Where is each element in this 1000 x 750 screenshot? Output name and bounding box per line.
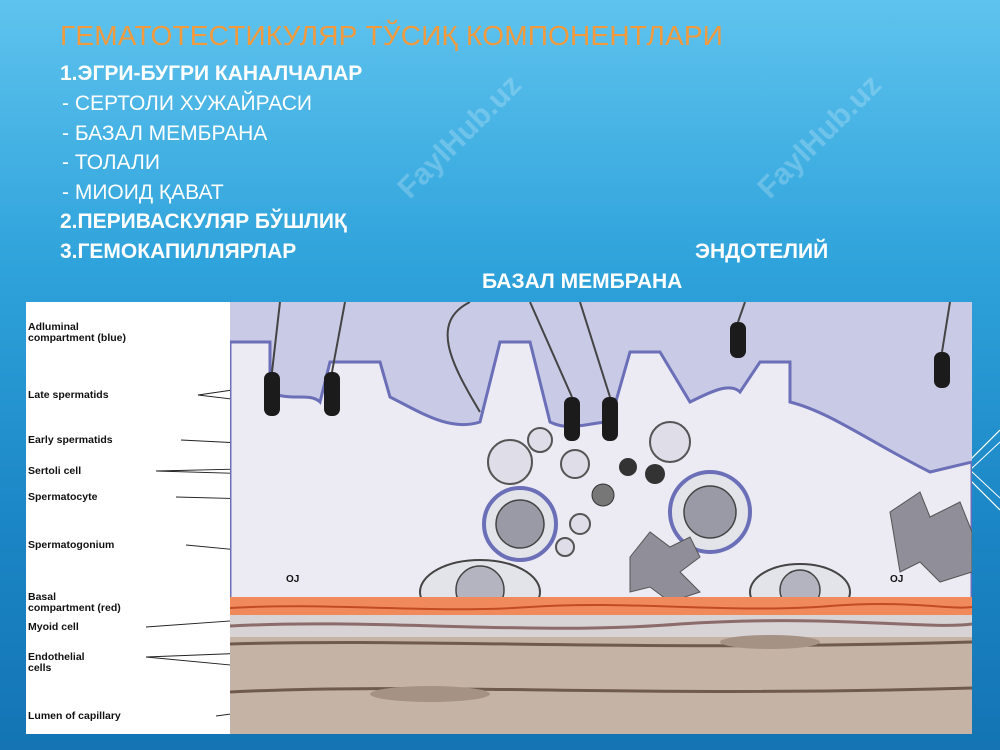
- label-sertoli-cell: Sertoli cell: [28, 465, 82, 477]
- label-spermatocyte: Spermatocyte: [28, 491, 98, 503]
- slide-title: ГЕМАТОТЕСТИКУЛЯР ТЎСИҚ КОМПОНЕНТЛАРИ: [60, 20, 724, 51]
- label-basal-1: Basal: [28, 591, 57, 603]
- label-endothelial-1: Endothelial: [28, 651, 85, 663]
- sub-item-basal-membrane: - БАЗАЛ МЕМБРАНА: [62, 122, 268, 145]
- capillary-lumen: [230, 637, 972, 734]
- watermark-1: FaylHub.uz: [391, 68, 528, 205]
- diagram-drawing: OJ OJ: [230, 302, 972, 734]
- sub-item-myoid: - МИОИД ҚАВАТ: [62, 181, 224, 204]
- label-early-spermatids: Early spermatids: [28, 434, 113, 446]
- label-endothelial-2: cells: [28, 662, 52, 674]
- sub-item-fibrous: - ТОЛАЛИ: [62, 151, 160, 174]
- label-basal-2: compartment (red): [28, 602, 121, 614]
- label-adluminal-2: compartment (blue): [28, 332, 127, 344]
- blood-testis-barrier-figure: Adluminal compartment (blue) Late sperma…: [26, 302, 972, 734]
- basal-membrane-label: БАЗАЛ МЕМБРАНА: [482, 270, 683, 293]
- label-late-spermatids: Late spermatids: [28, 389, 109, 401]
- label-adluminal-1: Adluminal: [28, 321, 79, 333]
- basal-compartment: [230, 597, 972, 615]
- late-spermatids: [264, 322, 950, 441]
- sertoli-nucleus-right: [889, 491, 972, 583]
- early-spermatids: [487, 421, 691, 557]
- item-tubules: 1.ЭГРИ-БУГРИ КАНАЛЧАЛАР: [60, 62, 363, 85]
- sertoli-nucleus: [629, 531, 701, 603]
- sertoli-cytoplasm: [230, 340, 972, 604]
- spermatocytes: [482, 458, 752, 562]
- watermark-2: FaylHub.uz: [751, 68, 888, 205]
- label-lumen-capillary: Lumen of capillary: [28, 710, 121, 722]
- sub-item-sertoli: - СЕРТОЛИ ХУЖАЙРАСИ: [62, 92, 313, 115]
- item-perivascular: 2.ПЕРИВАСКУЛЯР БЎШЛИҚ: [60, 210, 347, 233]
- label-spermatogonium: Spermatogonium: [28, 539, 115, 551]
- label-myoid-cell: Myoid cell: [28, 621, 79, 633]
- cell-diagram: OJ OJ: [230, 302, 972, 734]
- item-capillaries: 3.ГЕМОКАПИЛЛЯРЛАР: [60, 240, 297, 263]
- oj-left: OJ: [286, 574, 299, 585]
- endothelium-label: ЭНДОТЕЛИЙ: [695, 240, 829, 263]
- myoid-cell-layer: [230, 619, 972, 630]
- figure-labels: Adluminal compartment (blue) Late sperma…: [26, 302, 226, 734]
- oj-right: OJ: [890, 574, 903, 585]
